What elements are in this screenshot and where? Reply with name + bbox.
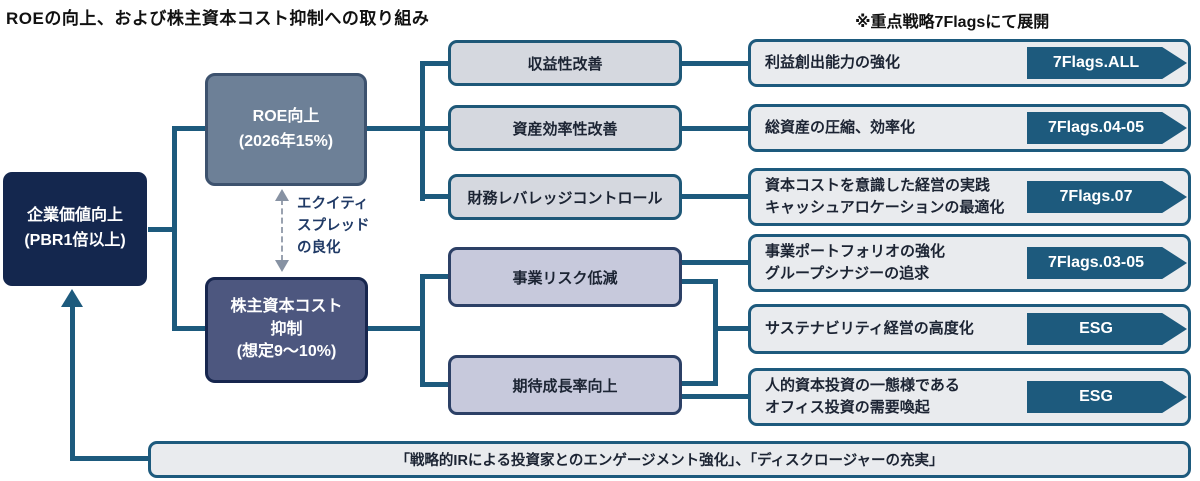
driver-leverage-label: 財務レバレッジコントロール — [467, 189, 663, 207]
driver-asset-efficiency: 資産効率性改善 — [448, 105, 682, 151]
connector-risk-to-portfolio — [681, 260, 748, 265]
driver-growth: 期待成長率向上 — [448, 355, 682, 415]
action-text: 総資産の圧縮、効率化 — [765, 119, 916, 137]
connector-roe-branch-mid — [367, 126, 448, 131]
connector-spine-left — [172, 126, 177, 331]
tag-badge-7flags-03-05: 7Flags.03-05 — [1027, 247, 1187, 279]
connector-profitability-to-action — [681, 61, 748, 66]
corporate-value-line1: 企業価値向上 — [26, 207, 123, 225]
equity-spread-dashed-line — [281, 199, 283, 261]
action-text: 利益創出能力の強化 — [765, 54, 901, 72]
seven-flags-note: ※重点戦略7Flagsにて展開 — [855, 14, 1050, 31]
action-text: サステナビリティ経営の高度化 — [765, 320, 974, 338]
action-text: 資本コストを意識した経営の実践 — [765, 177, 991, 195]
tag-badge-7flags-all: 7Flags.ALL — [1027, 47, 1187, 79]
connector-to-profitability — [420, 61, 448, 66]
capital-cost-box: 株主資本コスト 抑制 (想定9～10%) — [205, 277, 368, 383]
dashed-up-arrowhead-icon — [275, 189, 289, 201]
connector-growth-to-action — [681, 394, 748, 399]
connector-spine-roe — [420, 61, 425, 201]
roe-improvement-box: ROE向上 (2026年15%) — [205, 73, 367, 186]
roe-line2: (2026年15%) — [238, 132, 334, 150]
connector-to-business-risk — [420, 274, 448, 279]
action-row-asset-compression: 総資産の圧縮、効率化 7Flags.04-05 — [748, 104, 1191, 152]
connector-spine-to-cost — [172, 326, 205, 331]
corporate-value-line2: (PBR1倍以上) — [24, 232, 126, 249]
driver-business-risk: 事業リスク低減 — [448, 247, 682, 307]
equity-spread-line2: スプレッド — [297, 217, 370, 234]
tag-badge-esg-1: ESG — [1027, 313, 1187, 345]
connector-shared-vertical — [713, 279, 718, 386]
connector-spine-to-roe — [172, 126, 205, 131]
connector-cost-branch — [368, 326, 425, 331]
connector-goal-to-spine — [148, 227, 177, 232]
action-text: キャッシュアロケーションの最適化 — [765, 199, 1005, 216]
action-row-sustainability: サステナビリティ経営の高度化 ESG — [748, 304, 1191, 354]
connector-leverage-to-action — [681, 194, 748, 199]
up-arrowhead-icon — [61, 289, 83, 307]
connector-to-leverage — [420, 194, 448, 199]
tag-badge-esg-2: ESG — [1027, 381, 1187, 413]
corporate-value-box: 企業価値向上 (PBR1倍以上) — [3, 172, 147, 286]
driver-profitability: 収益性改善 — [448, 40, 682, 86]
connector-footer-horizontal — [70, 456, 148, 461]
action-row-portfolio: 事業ポートフォリオの強化 グループシナジーの追求 7Flags.03-05 — [748, 234, 1191, 292]
action-text: 人的資本投資の一態様である — [765, 377, 960, 395]
connector-growth-stub — [681, 381, 718, 386]
driver-business-risk-label: 事業リスク低減 — [512, 269, 618, 287]
equity-spread-label: エクイティ スプレッド の良化 — [297, 194, 370, 259]
connector-risk-stub — [681, 279, 718, 284]
connector-to-sustainability — [713, 326, 748, 331]
ir-engagement-bar: 「戦略的IRによる投資家とのエンゲージメント強化」、「ディスクロージャーの充実」 — [148, 441, 1191, 478]
ir-engagement-text: 「戦略的IRによる投資家とのエンゲージメント強化」、「ディスクロージャーの充実」 — [395, 453, 944, 469]
tag-badge-7flags-04-05: 7Flags.04-05 — [1027, 112, 1187, 144]
capital-cost-line3: (想定9～10%) — [236, 343, 337, 361]
action-text: 事業ポートフォリオの強化 — [765, 243, 946, 261]
action-row-capital-cost-mgmt: 資本コストを意識した経営の実践 キャッシュアロケーションの最適化 7Flags.… — [748, 168, 1191, 226]
action-row-profit-creation: 利益創出能力の強化 7Flags.ALL — [748, 39, 1191, 87]
capital-cost-line1: 株主資本コスト — [230, 298, 343, 316]
equity-spread-line3: の良化 — [297, 239, 341, 256]
driver-asset-efficiency-label: 資産効率性改善 — [512, 120, 618, 138]
page-title: ROEの向上、および株主資本コスト抑制への取り組み — [6, 9, 430, 28]
connector-to-growth — [420, 382, 448, 387]
driver-growth-label: 期待成長率向上 — [512, 377, 618, 395]
roe-line1: ROE向上 — [252, 107, 320, 125]
connector-footer-vertical — [70, 305, 75, 461]
driver-profitability-label: 収益性改善 — [527, 55, 603, 73]
connector-asset-to-action — [681, 126, 748, 131]
connector-spine-cost — [420, 274, 425, 387]
equity-spread-line1: エクイティ — [297, 196, 369, 212]
dashed-down-arrowhead-icon — [275, 260, 289, 272]
tag-badge-7flags-07: 7Flags.07 — [1027, 181, 1187, 213]
action-text: グループシナジーの追求 — [765, 265, 930, 282]
capital-cost-line2: 抑制 — [270, 320, 303, 338]
action-row-human-capital: 人的資本投資の一態様である オフィス投資の需要喚起 ESG — [748, 368, 1191, 426]
driver-leverage: 財務レバレッジコントロール — [448, 174, 682, 220]
action-text: オフィス投資の需要喚起 — [765, 399, 930, 416]
